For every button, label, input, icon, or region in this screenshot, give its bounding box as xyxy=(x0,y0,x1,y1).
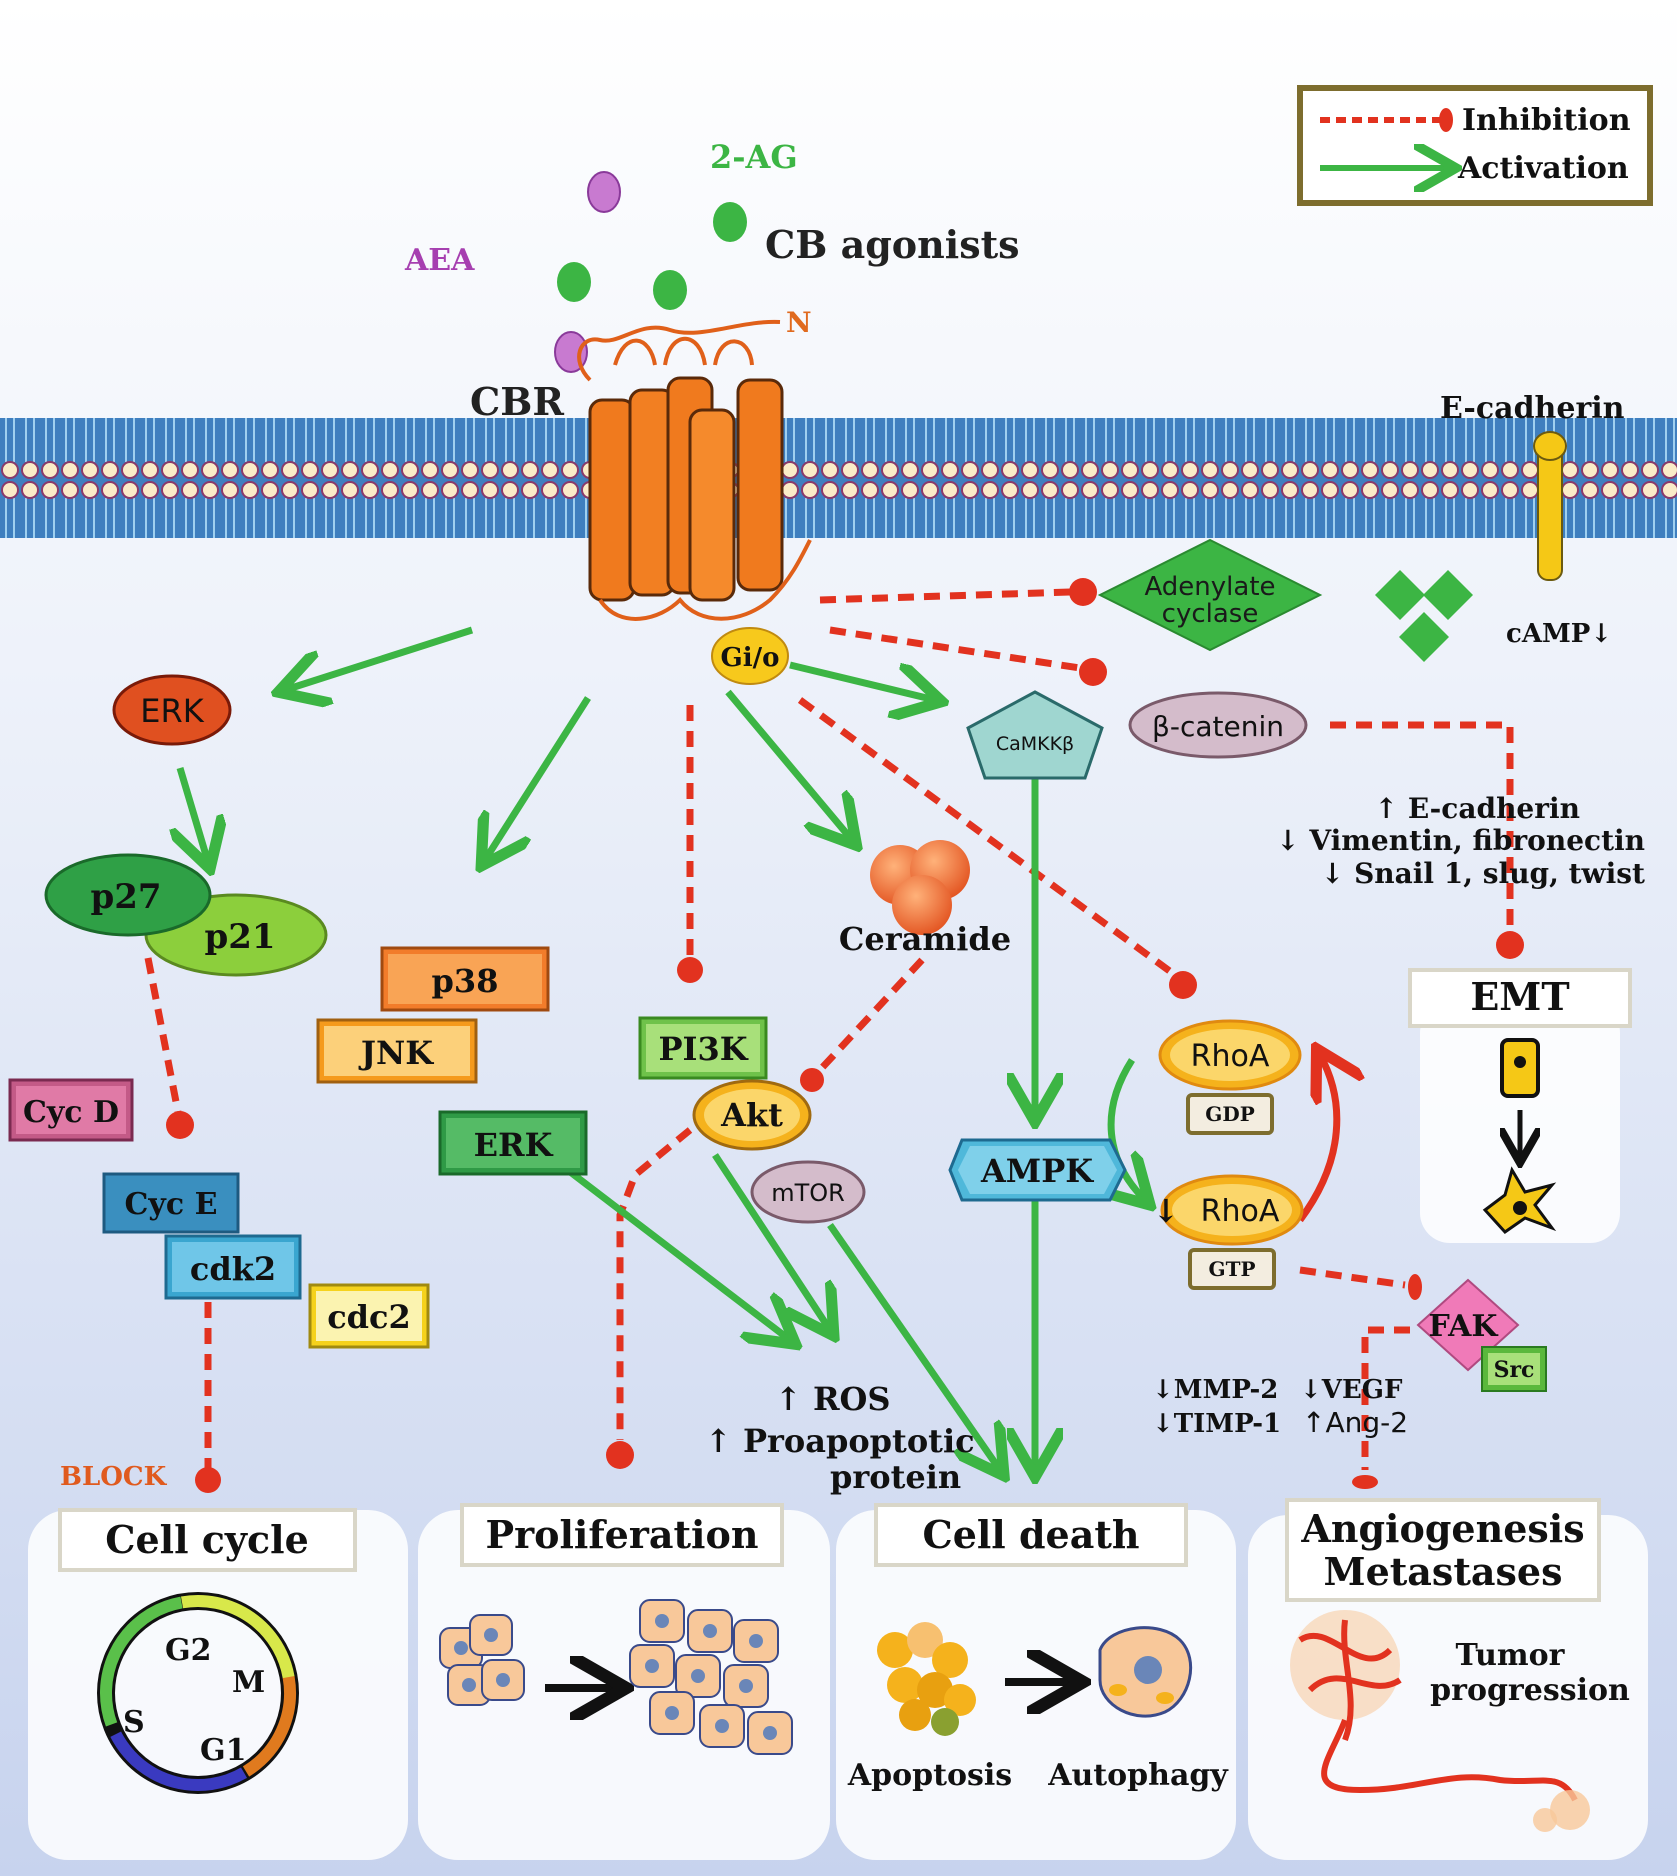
phase-s: S xyxy=(123,1705,145,1740)
timp1-label: ↓TIMP-1 xyxy=(1152,1409,1281,1439)
cb-agonists-label: CB agonists xyxy=(765,222,1020,267)
signaling-edges xyxy=(144,578,1524,1493)
cyc-e-node xyxy=(102,1172,240,1234)
cannabinoid-receptor: CBR xyxy=(470,319,812,621)
many-cells-icon xyxy=(629,1599,793,1755)
fak-label: FAK xyxy=(1429,1309,1499,1344)
proliferation-title: Proliferation xyxy=(486,1512,759,1557)
gio-label: Gi/o xyxy=(721,643,780,673)
ampk-label: AMPK xyxy=(980,1152,1094,1190)
cyc-e-label: Cyc E xyxy=(125,1187,218,1222)
gdp-node xyxy=(1186,1093,1274,1135)
gtp-label: GTP xyxy=(1208,1257,1255,1281)
vegf-label: ↓VEGF xyxy=(1300,1375,1403,1405)
rhoa-down-arrow: ↓ xyxy=(1153,1192,1180,1230)
adenylate-cyclase-text-2: cyclase xyxy=(1162,599,1259,629)
ang2-label: ↑Ang-2 xyxy=(1302,1406,1408,1439)
erk-mid-label: ERK xyxy=(474,1126,554,1164)
autophagy-icon xyxy=(1098,1626,1193,1718)
cdk2-label: cdk2 xyxy=(190,1250,276,1288)
mtor-node xyxy=(750,1160,866,1224)
legend-activation: Activation xyxy=(1457,151,1629,186)
beta-catenin-node xyxy=(1128,691,1308,759)
mtor-label: mTOR xyxy=(771,1179,845,1207)
ceramide-label: Ceramide xyxy=(839,920,1011,958)
gdp-label: GDP xyxy=(1205,1102,1254,1126)
progression-label: progression xyxy=(1430,1673,1630,1708)
pi3k-label: PI3K xyxy=(658,1030,748,1068)
block-label: BLOCK xyxy=(60,1462,168,1492)
camkk-node xyxy=(966,690,1104,780)
cyc-d-label: Cyc D xyxy=(23,1095,119,1130)
cbr-label: CBR xyxy=(470,379,564,424)
ceramide-icon xyxy=(870,840,970,935)
emt-annotation-1: ↑ E-cadherin xyxy=(1375,792,1580,825)
inhibition-end-icon xyxy=(1439,108,1453,132)
few-cells-icon xyxy=(439,1614,525,1706)
apoptosis-label: Apoptosis xyxy=(847,1758,1012,1793)
phase-g1: G1 xyxy=(200,1733,247,1768)
ligands: 2-AG AEA CB agonists N xyxy=(404,138,1020,373)
e-cadherin-protein: E-cadherin xyxy=(1440,391,1625,581)
adenylate-cyclase-node: Adenylate cyclase xyxy=(1097,538,1323,652)
mmp2-label: ↓MMP-2 xyxy=(1152,1375,1278,1405)
p27-node xyxy=(44,853,212,937)
tumor-vessel-icon xyxy=(1290,1610,1590,1832)
akt-label: Akt xyxy=(720,1096,783,1134)
angiogenesis-panel: Angiogenesis Metastases Tumor progressio… xyxy=(1248,1498,1648,1860)
adenylate-cyclase-text-1: Adenylate xyxy=(1144,572,1275,602)
ligand-aea-label: AEA xyxy=(404,243,475,278)
proapoptotic-label-2: protein xyxy=(830,1458,961,1496)
camp-label: cAMP↓ xyxy=(1506,619,1612,649)
mesenchymal-cell-icon xyxy=(1482,1166,1557,1234)
2ag-molecule-icon xyxy=(713,202,747,242)
phase-m: M xyxy=(232,1665,265,1700)
autophagy-label: Autophagy xyxy=(1047,1758,1229,1793)
metastases-title: Metastases xyxy=(1324,1549,1563,1594)
ligand-2ag-label: 2-AG xyxy=(710,138,798,176)
gio-node xyxy=(711,627,789,685)
emt-title: EMT xyxy=(1470,974,1569,1019)
e-cadherin-label: E-cadherin xyxy=(1440,391,1625,426)
emt-annotation-3: ↓ Snail 1, slug, twist xyxy=(1321,857,1645,890)
tumor-label: Tumor xyxy=(1456,1638,1566,1673)
legend: Inhibition Activation xyxy=(1297,85,1653,206)
legend-inhibition: Inhibition xyxy=(1462,103,1631,138)
cell-membrane xyxy=(0,418,1677,538)
2ag-molecule-icon xyxy=(653,270,687,310)
cell-cycle-panel: Cell cycle G2 M S G1 xyxy=(28,1508,408,1860)
p21-label: p21 xyxy=(204,917,275,957)
rhoa-gtp-label: RhoA xyxy=(1201,1194,1280,1229)
cell-cycle-title: Cell cycle xyxy=(105,1517,309,1562)
cdc2-label: cdc2 xyxy=(327,1298,411,1336)
p27-label: p27 xyxy=(90,877,161,917)
camp-molecules xyxy=(1375,570,1473,662)
camkk-label: CaMKKβ xyxy=(996,733,1074,755)
erk-top-label: ERK xyxy=(140,692,204,730)
gtp-node xyxy=(1188,1248,1276,1290)
proliferation-panel: Proliferation xyxy=(418,1503,830,1860)
jnk-label: JNK xyxy=(358,1034,434,1072)
cell-death-panel: Cell death Apoptosis Autophagy xyxy=(836,1503,1236,1860)
aea-molecule-icon xyxy=(587,171,621,213)
emt-panel: EMT xyxy=(1408,968,1632,1243)
apoptosis-icon xyxy=(877,1622,976,1736)
phase-g2: G2 xyxy=(165,1633,212,1668)
n-terminus-label: N xyxy=(786,306,812,339)
proapoptotic-label-1: ↑ Proapoptotic xyxy=(705,1422,975,1460)
erk-top-node xyxy=(112,674,232,746)
p38-label: p38 xyxy=(432,962,499,1000)
ros-label: ↑ ROS xyxy=(775,1380,891,1418)
rhoa-gdp-label: RhoA xyxy=(1191,1039,1270,1074)
beta-catenin-label: β-catenin xyxy=(1152,710,1284,743)
emt-annotation-2: ↓ Vimentin, fibronectin xyxy=(1276,824,1645,857)
2ag-molecule-icon xyxy=(557,262,591,302)
cell-death-title: Cell death xyxy=(922,1512,1139,1557)
src-label: Src xyxy=(1494,1357,1535,1383)
angiogenesis-title: Angiogenesis xyxy=(1300,1506,1584,1551)
